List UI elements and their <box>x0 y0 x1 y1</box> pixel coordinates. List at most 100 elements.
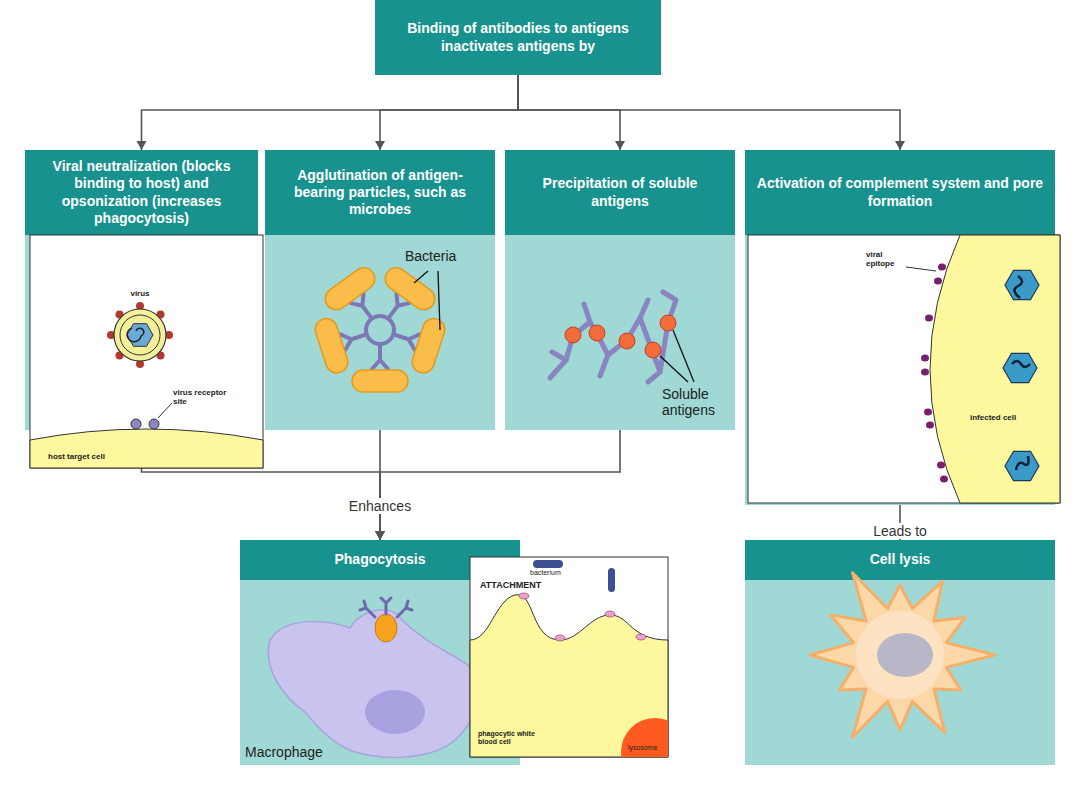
infected-cell-inset-part <box>748 235 1060 503</box>
connector-line <box>518 75 900 150</box>
virus-inset-part <box>149 419 159 429</box>
connector-line <box>142 75 519 150</box>
agglutination-figure-part <box>414 271 428 283</box>
infected-cell-inset-part <box>921 355 929 362</box>
arrow-head <box>895 141 905 150</box>
stage-label: ATTACHMENT <box>480 580 570 590</box>
flow-arrow <box>518 75 625 150</box>
infected-cell-inset-part <box>1014 276 1022 298</box>
virus-particle-part <box>120 315 160 355</box>
connector-line <box>518 75 620 150</box>
lysed-cell-part <box>856 611 944 699</box>
agglutination-figure-part <box>321 263 395 335</box>
part-label: virus <box>120 289 160 298</box>
virus-inset-part <box>30 429 263 468</box>
precipitation-figure-part <box>619 333 635 349</box>
edge-label: Enhances <box>346 498 414 514</box>
agglutination-figure-part-part <box>321 263 379 314</box>
precipitation-figure-part <box>589 325 605 341</box>
agglutination-figure <box>312 263 447 392</box>
precipitation-figure-part <box>550 292 676 378</box>
connector-line <box>380 430 620 540</box>
part-label: virus receptor site <box>173 388 235 406</box>
infected-cell-inset-part <box>925 315 933 322</box>
agglutination-figure-part-part <box>372 344 388 369</box>
infected-cell-inset-part <box>1005 270 1039 299</box>
part-label: Macrophage <box>245 744 337 760</box>
attachment-inset-part <box>621 718 668 757</box>
part-label: viral epitope <box>866 250 908 268</box>
agglutination-figure-part <box>438 271 440 330</box>
box-heading: Phagocytosis <box>334 551 425 568</box>
box-heading: Agglutination of antigen-bearing particl… <box>273 167 487 218</box>
virus-inset-part <box>158 403 172 418</box>
agglutination-figure-part-part <box>312 316 350 376</box>
infected-cell-inset-part <box>926 422 934 429</box>
part-label: host target cell <box>48 452 148 461</box>
connector-line <box>380 75 518 150</box>
macrophage-figure-part <box>365 690 425 734</box>
agglutination-figure-part-part <box>340 327 369 350</box>
macrophage-figure-part <box>375 614 397 642</box>
root-box: Binding of antibodies to antigens inacti… <box>375 0 661 75</box>
header-band: Viral neutralization (blocks binding to … <box>25 150 258 235</box>
infected-cell-inset-part <box>1005 451 1039 480</box>
agglutination-figure-part-part <box>391 327 420 350</box>
virus-inset-part <box>131 419 141 429</box>
attachment-inset-part <box>555 635 565 641</box>
box-heading: Viral neutralization (blocks binding to … <box>33 158 250 226</box>
virus-inset <box>30 235 263 468</box>
infected-cell-inset-part <box>1012 361 1030 367</box>
agglutination-figure-part <box>352 344 408 392</box>
macrophage-figure <box>268 598 477 757</box>
header-band: Binding of antibodies to antigens inacti… <box>375 0 661 75</box>
attachment-inset-part <box>608 568 615 592</box>
attachment-inset-part <box>636 634 646 640</box>
lysed-cell-part <box>877 633 933 677</box>
infected-cell-inset-part <box>938 264 946 271</box>
arrow-head <box>375 531 385 540</box>
agglutination-figure-part-part <box>409 316 447 376</box>
infected-cell-inset-part <box>937 462 945 469</box>
header-band: Agglutination of antigen-bearing particl… <box>265 150 495 235</box>
attachment-inset-part <box>519 593 529 599</box>
flow-arrow <box>137 75 519 150</box>
macrophage-figure-part <box>268 610 477 758</box>
virus-inset-part <box>30 235 263 468</box>
header-band: Precipitation of soluble antigens <box>505 150 735 235</box>
box-heading: Precipitation of soluble antigens <box>513 175 727 209</box>
attachment-inset-part <box>605 611 615 617</box>
agglutination-figure-part <box>366 316 394 344</box>
box-heading: Binding of antibodies to antigens inacti… <box>383 20 653 54</box>
arrow-head <box>615 141 625 150</box>
infected-cell-inset-part <box>924 409 932 416</box>
edge-label: Leads to <box>870 523 930 539</box>
header-band: Cell lysis <box>745 540 1055 580</box>
part-label: infected cell <box>970 413 1050 422</box>
infected-cell-inset-part <box>1016 456 1029 470</box>
header-band: Activation of complement system and pore… <box>745 150 1055 235</box>
part-label: Soluble antigens <box>662 386 732 418</box>
infected-cell-inset-part <box>934 278 942 285</box>
lysed-cell <box>810 573 995 738</box>
precipitation-figure-part <box>565 327 581 343</box>
precipitation-figure-part <box>660 356 688 382</box>
flow-arrow <box>518 75 905 150</box>
virus-particle-part <box>114 309 166 361</box>
flow-arrow <box>375 430 620 540</box>
attachment-inset-part <box>533 560 563 568</box>
agglutination-figure-part-part <box>381 263 439 314</box>
agglutination-figure-part <box>385 308 448 376</box>
precipitation-figure-part <box>552 300 660 382</box>
virus-particle-part <box>127 324 153 347</box>
arrow-head <box>137 141 147 150</box>
infected-cell-inset-part <box>940 476 948 483</box>
agglutination-figure-part <box>312 308 375 376</box>
lysed-cell-part <box>810 573 995 738</box>
agglutination-figure-part-part <box>352 370 408 392</box>
arrow-head <box>375 531 385 540</box>
arrow-head <box>375 531 385 540</box>
part-label: Bacteria <box>405 248 475 264</box>
precipitation-figure-part <box>673 330 694 382</box>
